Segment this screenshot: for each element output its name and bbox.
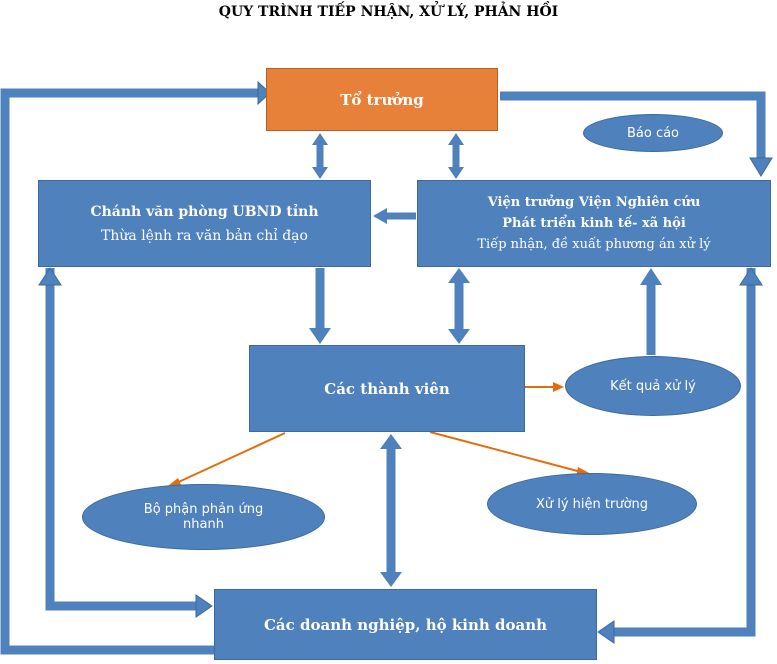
ket-qua-xu-ly-label: Kết quả xử lý — [610, 378, 696, 394]
chanh-van-phong-title: Chánh văn phòng UBND tỉnh — [90, 203, 319, 220]
diagram-title: QUY TRÌNH TIẾP NHẬN, XỬ LÝ, PHẢN HỒI — [218, 4, 559, 20]
xu-ly-hien-truong-oval: Xử lý hiện trường — [487, 473, 697, 535]
to-truong-box: Tổ trưởng — [266, 68, 498, 131]
arrow-thanh-vien-to-xu-ly — [429, 431, 586, 474]
cac-doanh-nghiep-box: Các doanh nghiệp, hộ kinh doanh — [214, 589, 597, 660]
bo-phan-phan-ung-nhanh-label: Bộ phận phản ứng nhanh — [143, 502, 264, 532]
ket-qua-xu-ly-oval: Kết quả xử lý — [565, 356, 741, 416]
chanh-van-phong-subtitle: Thừa lệnh ra văn bản chỉ đạo — [101, 227, 308, 244]
bao-cao-label: Báo cáo — [626, 125, 680, 141]
cac-doanh-nghiep-label: Các doanh nghiệp, hộ kinh doanh — [263, 615, 547, 634]
to-truong-label: Tổ trưởng — [340, 90, 424, 109]
arrow-vien-truong-to-doanh-nghiep — [612, 268, 756, 637]
cac-thanh-vien-box: Các thành viên — [249, 345, 525, 432]
chanh-van-phong-box: Chánh văn phòng UBND tỉnh Thừa lệnh ra v… — [38, 180, 371, 267]
bao-cao-oval: Báo cáo — [583, 114, 723, 152]
xu-ly-hien-truong-label: Xử lý hiện trường — [535, 496, 649, 512]
vien-truong-box: Viện trưởng Viện Nghiên cứu Phát triển k… — [417, 180, 771, 267]
vien-truong-subtitle: Phát triển kinh tế- xã hội — [502, 216, 686, 231]
arrow-doanh-nghiep-to-to-truong — [0, 88, 262, 655]
arrow-thanh-vien-to-bo-phan — [171, 432, 286, 486]
bo-phan-phan-ung-nhanh-oval: Bộ phận phản ứng nhanh — [82, 484, 325, 550]
cac-thanh-vien-label: Các thành viên — [324, 379, 450, 398]
arrow-to-truong-to-vien-truong — [500, 91, 766, 160]
arrow-chanh-van-phong-to-doanh-nghiep — [45, 268, 198, 611]
vien-truong-title: Viện trưởng Viện Nghiên cứu — [487, 195, 701, 210]
vien-truong-task: Tiếp nhận, đề xuất phương án xử lý — [477, 237, 711, 252]
